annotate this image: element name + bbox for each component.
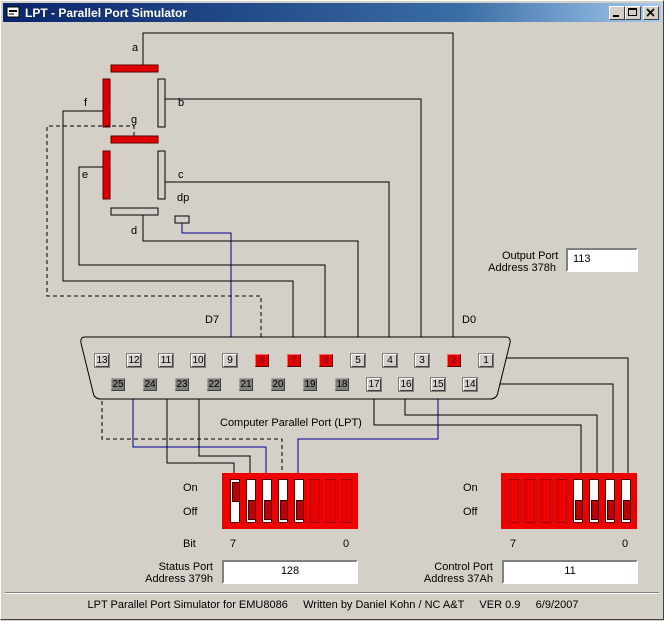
segment-a-label: a: [132, 42, 139, 54]
status-port-label-2: Address 379h: [145, 573, 213, 585]
status-switch-1: [326, 479, 336, 523]
segment-f[interactable]: [102, 78, 111, 128]
pin-23[interactable]: 23: [175, 378, 189, 391]
control-port-label-2: Address 37Ah: [423, 573, 493, 585]
control-switch-4: [557, 479, 567, 523]
status-switch-2: [310, 479, 320, 523]
status-bit-high: 7: [230, 538, 237, 550]
segment-g-label: g: [131, 114, 138, 126]
segment-e-label: e: [82, 169, 89, 181]
segment-d-label: d: [131, 225, 138, 237]
status-switch-6[interactable]: [246, 479, 256, 523]
pin-12[interactable]: 12: [126, 353, 142, 368]
segment-dp[interactable]: [174, 215, 190, 224]
output-port-label-2: Address 378h: [488, 262, 556, 274]
maximize-icon: [628, 8, 637, 16]
pin-5[interactable]: 5: [350, 353, 366, 368]
segment-b[interactable]: [157, 78, 166, 128]
pin-4[interactable]: 4: [382, 353, 398, 368]
pin-3[interactable]: 3: [414, 353, 430, 368]
segment-c-label: c: [178, 169, 184, 181]
status-switch-4[interactable]: [278, 479, 288, 523]
footer-separator: [5, 592, 659, 594]
pin-13[interactable]: 13: [94, 353, 110, 368]
segment-f-label: f: [84, 97, 88, 109]
pin-25[interactable]: 25: [111, 378, 125, 391]
minimize-icon: [613, 15, 619, 17]
control-on-label: On: [463, 482, 478, 494]
segment-d[interactable]: [110, 207, 159, 216]
pin-1[interactable]: 1: [478, 353, 494, 368]
control-off-label: Off: [463, 506, 478, 518]
segment-b-label: b: [178, 97, 185, 109]
segment-dp-label: dp: [177, 192, 190, 204]
maximize-button[interactable]: [625, 6, 641, 20]
status-bit-low: 0: [343, 538, 350, 550]
pin-16[interactable]: 16: [398, 377, 414, 392]
control-bit-low: 0: [622, 538, 629, 550]
status-dip-switch: [222, 473, 358, 529]
status-off-label: Off: [183, 506, 198, 518]
control-port-label-1: Control Port: [434, 561, 493, 573]
pin-18[interactable]: 18: [335, 378, 349, 391]
pin-9[interactable]: 9: [222, 353, 238, 368]
status-port-field[interactable]: 128: [222, 560, 358, 584]
control-switch-0[interactable]: [621, 479, 631, 523]
window-title: LPT - Parallel Port Simulator: [25, 6, 188, 20]
status-switch-3[interactable]: [294, 479, 304, 523]
status-bit-label: Bit: [183, 538, 196, 550]
pin-17[interactable]: 17: [366, 377, 382, 392]
pin-15[interactable]: 15: [430, 377, 446, 392]
pin-10[interactable]: 10: [190, 353, 206, 368]
footer-credits: LPT Parallel Port Simulator for EMU8086 …: [87, 599, 579, 611]
status-port-label-1: Status Port: [158, 561, 213, 573]
segment-e[interactable]: [102, 150, 111, 200]
pin-14[interactable]: 14: [462, 377, 478, 392]
pin-24[interactable]: 24: [143, 378, 157, 391]
title-bar[interactable]: LPT - Parallel Port Simulator: [3, 3, 661, 22]
control-switch-5: [541, 479, 551, 523]
pin-21[interactable]: 21: [239, 378, 253, 391]
control-bit-high: 7: [510, 538, 517, 550]
d0-label: D0: [462, 314, 477, 326]
segment-a[interactable]: [110, 64, 159, 73]
control-dip-switch: [501, 473, 637, 529]
status-switch-7[interactable]: [230, 479, 240, 523]
output-port-label-1: Output Port: [502, 250, 559, 262]
status-switch-0: [342, 479, 352, 523]
control-switch-7: [509, 479, 519, 523]
control-switch-1[interactable]: [605, 479, 615, 523]
pin-22[interactable]: 22: [207, 378, 221, 391]
pin-11[interactable]: 11: [158, 353, 174, 368]
d7-label: D7: [205, 314, 220, 326]
pin-7[interactable]: 7: [287, 354, 301, 367]
minimize-button[interactable]: [609, 6, 625, 20]
segment-g[interactable]: [110, 135, 159, 144]
control-port-field[interactable]: 11: [502, 560, 638, 584]
close-button[interactable]: [643, 6, 659, 20]
close-icon: [646, 8, 655, 17]
control-switch-2[interactable]: [589, 479, 599, 523]
output-port-field[interactable]: 113: [566, 248, 638, 272]
app-icon: [6, 6, 20, 18]
pin-6[interactable]: 6: [319, 354, 333, 367]
connector-label: Computer Parallel Port (LPT): [220, 417, 362, 429]
segment-c[interactable]: [157, 150, 166, 200]
control-switch-3[interactable]: [573, 479, 583, 523]
pin-2[interactable]: 2: [447, 354, 461, 367]
control-switch-6: [525, 479, 535, 523]
status-switch-5[interactable]: [262, 479, 272, 523]
pin-19[interactable]: 19: [303, 378, 317, 391]
pin-8[interactable]: 8: [255, 354, 269, 367]
status-on-label: On: [183, 482, 198, 494]
pin-20[interactable]: 20: [271, 378, 285, 391]
